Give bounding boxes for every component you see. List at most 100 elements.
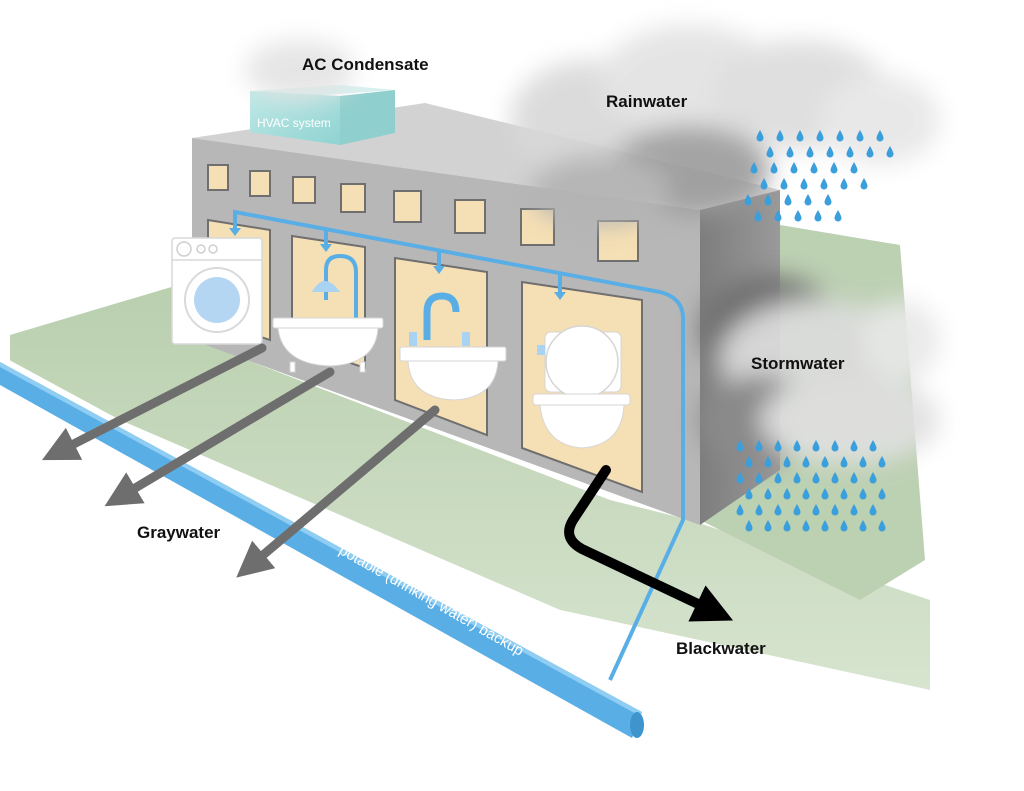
rain-drop-icon bbox=[736, 472, 744, 484]
rain-drop-icon bbox=[760, 178, 768, 190]
rain-drop-icon bbox=[866, 146, 874, 158]
rain-drop-icon bbox=[764, 456, 772, 468]
stormwater-label: Stormwater bbox=[751, 354, 845, 373]
rain-drop-icon bbox=[878, 520, 886, 532]
rain-drop-icon bbox=[840, 456, 848, 468]
rain-drop-icon bbox=[764, 194, 772, 206]
hvac-system-label: HVAC system bbox=[257, 116, 331, 130]
rain-drop-icon bbox=[821, 488, 829, 500]
arrowhead bbox=[229, 228, 241, 236]
arrowhead bbox=[433, 266, 445, 274]
rain-drop-icon bbox=[774, 504, 782, 516]
rain-drop-icon bbox=[790, 162, 798, 174]
rain-drop-icon bbox=[831, 440, 839, 452]
rain-drop-icon bbox=[744, 194, 752, 206]
rain-drop-icon bbox=[840, 178, 848, 190]
supply-main-line bbox=[233, 209, 685, 681]
rain-drop-icon bbox=[821, 520, 829, 532]
rain-drop-icon bbox=[821, 456, 829, 468]
rain-drop-icon bbox=[793, 472, 801, 484]
rain-drop-icon bbox=[755, 440, 763, 452]
rain-drop-icon bbox=[764, 520, 772, 532]
rain-drop-icon bbox=[850, 504, 858, 516]
rain-drop-icon bbox=[780, 178, 788, 190]
rain-drop-icon bbox=[774, 472, 782, 484]
rain-drop-icon bbox=[850, 162, 858, 174]
rain-drop-icon bbox=[793, 504, 801, 516]
rain-drop-icon bbox=[878, 456, 886, 468]
rain-drop-icon bbox=[859, 520, 867, 532]
rain-drop-icon bbox=[856, 130, 864, 142]
supply-arrowheads bbox=[229, 228, 566, 300]
rain-drop-icon bbox=[824, 194, 832, 206]
rain-drop-icon bbox=[850, 440, 858, 452]
rainwater-label: Rainwater bbox=[606, 92, 688, 111]
rain-drop-icon bbox=[878, 488, 886, 500]
rain-drop-icon bbox=[850, 472, 858, 484]
rain-drop-icon bbox=[831, 504, 839, 516]
rain-drop-icon bbox=[859, 488, 867, 500]
rain-drop-icon bbox=[755, 504, 763, 516]
rain-drop-icon bbox=[836, 130, 844, 142]
rain-drop-icon bbox=[860, 178, 868, 190]
rain-drop-icon bbox=[834, 210, 842, 222]
rain-drop-icon bbox=[774, 210, 782, 222]
rain-drop-icon bbox=[806, 146, 814, 158]
window bbox=[393, 190, 422, 223]
storm-cloud bbox=[700, 275, 940, 465]
window bbox=[520, 208, 555, 246]
pavement bbox=[0, 355, 930, 791]
window bbox=[454, 199, 486, 234]
rain-drop-icon bbox=[736, 504, 744, 516]
rain-drop-icon bbox=[796, 130, 804, 142]
arrowhead bbox=[554, 292, 566, 300]
pipe-end bbox=[630, 712, 644, 738]
rain-drop-icon bbox=[820, 178, 828, 190]
rain-drop-icon bbox=[745, 456, 753, 468]
pipe-highlight bbox=[0, 362, 642, 716]
rain-drop-icon bbox=[804, 194, 812, 206]
rain-drop-icon bbox=[810, 162, 818, 174]
arrowhead bbox=[320, 244, 332, 252]
rain-drop-icon bbox=[840, 520, 848, 532]
rain-drop-icon bbox=[876, 130, 884, 142]
rain-drop-icon bbox=[840, 488, 848, 500]
rain-drop-icon bbox=[846, 146, 854, 158]
rain-drop-icon bbox=[756, 130, 764, 142]
rain-drop-icon bbox=[886, 146, 894, 158]
rain-drop-icon bbox=[736, 440, 744, 452]
window bbox=[207, 164, 229, 191]
rain-drop-icon bbox=[755, 472, 763, 484]
rain-drop-icon bbox=[786, 146, 794, 158]
rain-drop-icon bbox=[812, 440, 820, 452]
hvac-side bbox=[340, 90, 395, 145]
rain-drop-icon bbox=[783, 456, 791, 468]
rain-drop-icon bbox=[776, 130, 784, 142]
rain-drop-icon bbox=[745, 520, 753, 532]
rain-drops bbox=[744, 130, 894, 222]
graywater-arrow-sink bbox=[236, 405, 440, 578]
blackwater-arrow bbox=[564, 465, 734, 622]
rain-drop-icon bbox=[814, 210, 822, 222]
ac-condensate-label: AC Condensate bbox=[302, 55, 429, 74]
rain-drop-icon bbox=[802, 520, 810, 532]
rain-drop-icon bbox=[774, 440, 782, 452]
rain-drop-icon bbox=[764, 488, 772, 500]
toilet-icon bbox=[532, 325, 631, 449]
rain-cloud bbox=[245, 25, 940, 225]
graywater-label: Graywater bbox=[137, 523, 221, 542]
rain-drop-icon bbox=[770, 162, 778, 174]
rain-drop-icon bbox=[784, 194, 792, 206]
rain-drop-icon bbox=[800, 178, 808, 190]
window bbox=[292, 176, 316, 204]
rain-drop-icon bbox=[826, 146, 834, 158]
rain-drop-icon bbox=[750, 162, 758, 174]
rain-drop-icon bbox=[783, 520, 791, 532]
upper-windows bbox=[207, 164, 639, 262]
window bbox=[597, 220, 639, 262]
rain-drop-icon bbox=[754, 210, 762, 222]
pipe-body bbox=[0, 362, 642, 738]
bathtub-icon bbox=[272, 253, 384, 373]
window bbox=[249, 170, 271, 197]
